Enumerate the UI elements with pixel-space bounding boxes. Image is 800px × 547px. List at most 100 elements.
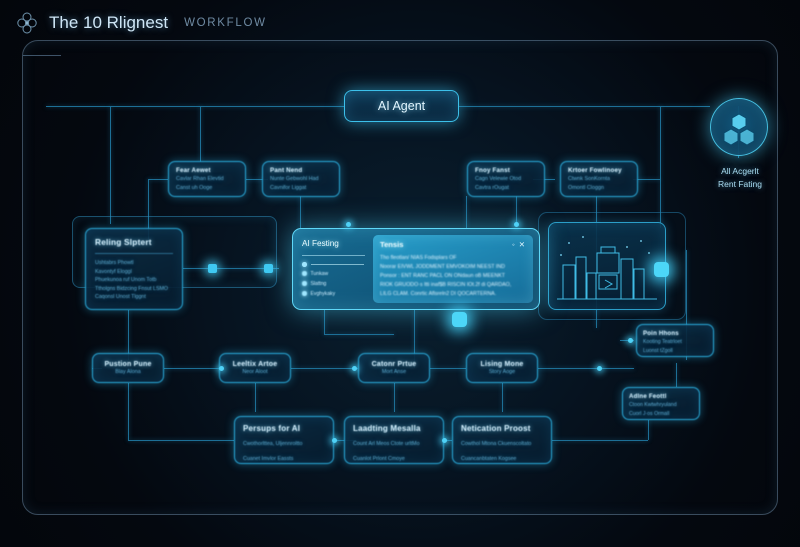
city-skyline-icon bbox=[548, 222, 666, 310]
right-node-2[interactable]: Adlne Feottl Ctoon Kwtwhryuland Cuorl J·… bbox=[622, 387, 700, 420]
connector bbox=[128, 383, 129, 440]
node-line2: Cuancanbtaten Kogsee bbox=[461, 456, 517, 463]
connector-dot bbox=[332, 438, 337, 443]
card-item-5: Caqonsl Unost Tlggnt bbox=[95, 294, 146, 301]
body-line-2: Noorar EIVWL JODDMENT EMVOKOIM NEEST IND bbox=[380, 263, 505, 270]
connector bbox=[466, 196, 467, 228]
page-title: The 10 Rlignest bbox=[49, 13, 169, 32]
body-line-3: Ponsor : ENT RANC PACL ON ONdaun oB MEEN… bbox=[380, 272, 506, 279]
ai-agent-node[interactable]: AI Agent bbox=[344, 90, 459, 122]
connector bbox=[148, 179, 149, 241]
top-node-2[interactable]: Pant Nend Nunte Gebwohl Had Cavnifor Lig… bbox=[262, 161, 340, 197]
close-x-icon[interactable]: ◦ ✕ bbox=[511, 240, 526, 249]
connector bbox=[633, 179, 660, 180]
node-line2: Luonst tZgoll bbox=[643, 347, 673, 354]
connector bbox=[46, 106, 344, 107]
node-line2: Omontl Cloggn bbox=[568, 184, 604, 191]
item-label: Tunkaw bbox=[310, 270, 329, 277]
connector bbox=[444, 440, 452, 441]
connector-dot bbox=[514, 222, 519, 227]
agent-badge[interactable] bbox=[710, 98, 768, 156]
node-title: Leeltix Artoe bbox=[232, 361, 278, 368]
mid-node-3[interactable]: Catonr Prtue Mort Anse bbox=[358, 353, 430, 383]
item-label: Evghykaky bbox=[310, 290, 336, 297]
item-label: Slattng bbox=[310, 280, 327, 287]
ai-festing-panel[interactable]: AI Festing Tunkaw Slattng Evghykaky Tens… bbox=[292, 228, 540, 310]
panel-sidebar-divider bbox=[302, 255, 365, 256]
connector bbox=[255, 383, 256, 412]
top-node-3[interactable]: Fnoy Fanst Cagn Velewie Otod Cavtra rOug… bbox=[467, 161, 545, 197]
ai-agent-label: AI Agent bbox=[377, 99, 426, 113]
connector bbox=[516, 196, 517, 222]
bullet-icon bbox=[302, 262, 307, 267]
bullet-icon bbox=[302, 291, 307, 296]
panel-titlebar: Tensis ◦ ✕ bbox=[380, 240, 526, 249]
right-node-1[interactable]: Poin Hhons Kooting Teatrloet Luonst tZgo… bbox=[636, 324, 714, 357]
panel-body: Tho fleotlan/ NIAS Fodsplars OF Noorar E… bbox=[380, 254, 526, 298]
panel-sidebar-item-3[interactable]: Evghykaky bbox=[302, 291, 371, 297]
connector-node-dot bbox=[264, 264, 273, 273]
connector bbox=[538, 368, 634, 369]
panel-connector-dot bbox=[452, 312, 467, 327]
top-node-4[interactable]: Krtoer Fowlinoey Ctwnk SonKornta Omontl … bbox=[560, 161, 638, 197]
badge-line2: Rent Fating bbox=[718, 178, 762, 189]
card-divider bbox=[95, 253, 173, 254]
connector bbox=[324, 310, 325, 334]
node-line1: Cavlar Rhan Elevtid bbox=[176, 175, 224, 182]
card-title: Reling Slptert bbox=[95, 237, 152, 247]
node-line2: Canst uh Ooge bbox=[176, 184, 213, 191]
connector bbox=[110, 106, 111, 224]
connector-dot bbox=[352, 366, 357, 371]
card-item-1: Ushtabrs Phowtl bbox=[95, 260, 134, 266]
panel-sidebar-item-0[interactable] bbox=[302, 262, 371, 267]
bottom-node-3[interactable]: Netication Proost Cowthol Mtona Ckuensco… bbox=[452, 416, 552, 464]
node-subtitle: Neor Aloot bbox=[242, 369, 268, 375]
connector bbox=[291, 368, 358, 369]
mid-node-4[interactable]: Lising Mone Story Aoge bbox=[466, 353, 538, 383]
node-title: Fear Aewet bbox=[176, 167, 211, 174]
connector-dot bbox=[597, 366, 602, 371]
hex-cube-icon bbox=[723, 113, 755, 146]
connector bbox=[128, 440, 234, 441]
node-title: Poin Hhons bbox=[643, 330, 679, 337]
bottom-node-1[interactable]: Persups for AI Cwothorlttea, Uljennroltt… bbox=[234, 416, 334, 464]
card-item-4: Ttholgns Bidzcing Fnsut LSMO bbox=[95, 285, 169, 292]
node-title: Fnoy Fanst bbox=[475, 167, 511, 174]
connector bbox=[676, 363, 677, 387]
panel-sidebar-item-1[interactable]: Tunkaw bbox=[302, 271, 371, 277]
node-line1: Ctwnk SonKornta bbox=[568, 175, 610, 182]
connector bbox=[128, 310, 129, 360]
node-title: Netication Proost bbox=[461, 424, 531, 433]
top-node-1[interactable]: Fear Aewet Cavlar Rhan Elevtid Canst uh … bbox=[168, 161, 246, 197]
connector-dot bbox=[442, 438, 447, 443]
panel-window-title: Tensis bbox=[380, 240, 404, 249]
connector bbox=[459, 106, 710, 107]
node-line1: Kooting Teatrloet bbox=[643, 338, 682, 345]
node-line1: Count Arl Meos Ctote urltMo bbox=[353, 441, 420, 447]
bullet-icon bbox=[302, 281, 307, 286]
bullet-icon bbox=[302, 271, 307, 276]
connector bbox=[300, 196, 301, 228]
node-line1: Cagn Velewie Otod bbox=[475, 175, 522, 182]
panel-sidebar: AI Festing Tunkaw Slattng Evghykaky bbox=[293, 229, 371, 309]
node-subtitle: Mort Anse bbox=[381, 369, 407, 375]
mid-node-2[interactable]: Leeltix Artoe Neor Aloot bbox=[219, 353, 291, 383]
city-connector-dot bbox=[654, 262, 669, 277]
node-line1: Cowthol Mtona Ckuenscoltato bbox=[461, 441, 532, 447]
connector bbox=[183, 268, 279, 269]
connector bbox=[430, 368, 466, 369]
reling-slptert-card[interactable]: Reling Slptert Ushtabrs Phowtl Kavontyf … bbox=[85, 228, 183, 310]
placeholder-line bbox=[310, 263, 364, 265]
node-line1: Cwothorlttea, Uljennroltto bbox=[243, 441, 303, 447]
body-line-5: LILG CLAM. Conrtic Aflsreln2 DI QOCARTER… bbox=[380, 290, 497, 297]
flower-network-icon bbox=[14, 10, 40, 36]
connector-dot bbox=[628, 338, 633, 343]
node-title: Persups for AI bbox=[243, 424, 301, 433]
connector bbox=[148, 179, 168, 180]
connector bbox=[648, 420, 649, 440]
panel-sidebar-item-2[interactable]: Slattng bbox=[302, 281, 371, 287]
bottom-node-2[interactable]: Laadting Mesalla Count Arl Meos Ctote ur… bbox=[344, 416, 444, 464]
mid-node-1[interactable]: Pustion Pune Blay Alona bbox=[92, 353, 164, 383]
node-line2: Cavtra rOugat bbox=[475, 184, 509, 191]
node-title: Pant Nend bbox=[270, 167, 303, 174]
